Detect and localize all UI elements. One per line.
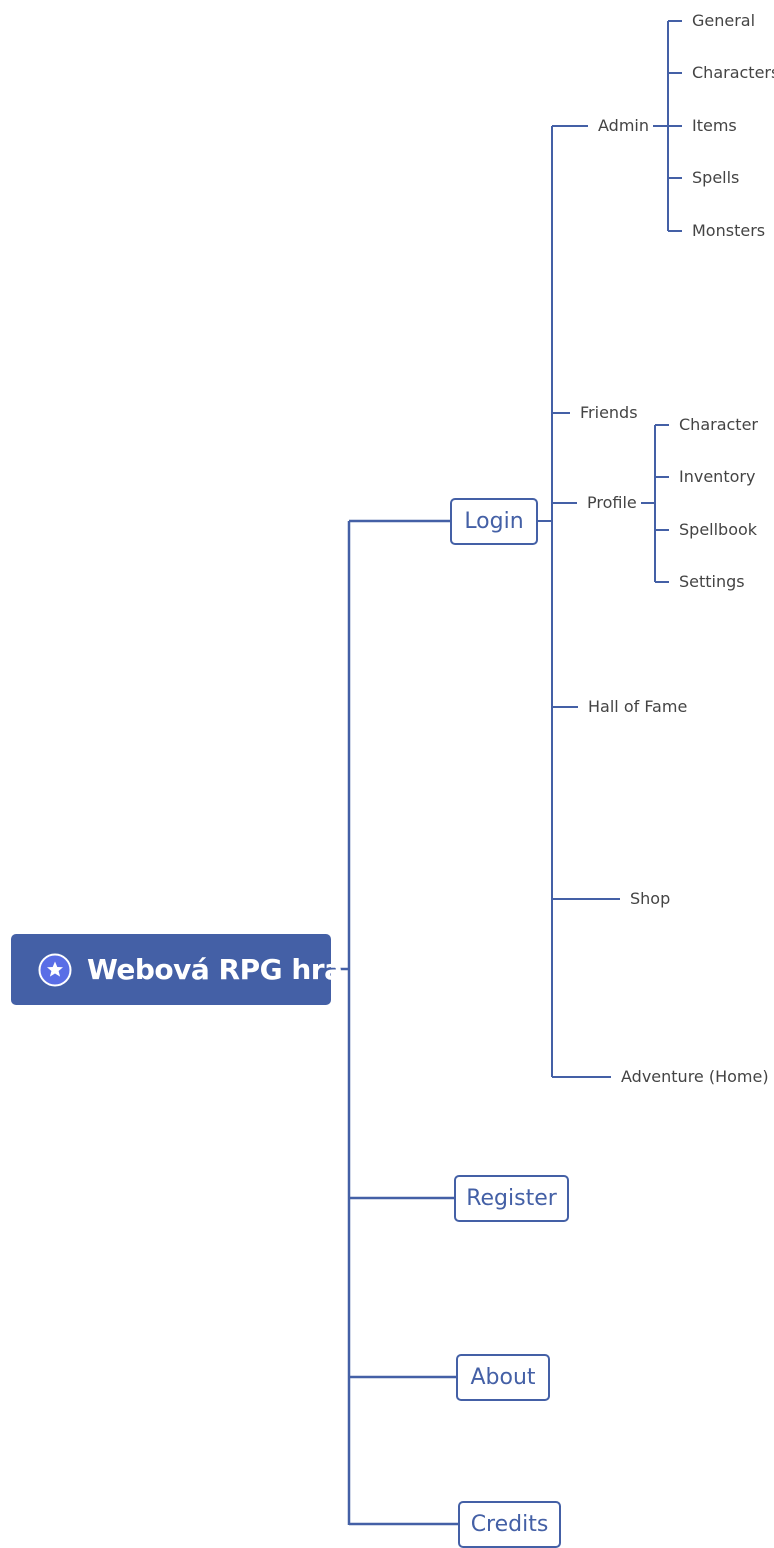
node-admin-characters[interactable]: Characters: [692, 63, 774, 82]
node-hall-of-fame[interactable]: Hall of Fame: [588, 697, 688, 716]
node-profile[interactable]: Profile: [587, 493, 637, 512]
node-credits-label: Credits: [470, 1512, 549, 1537]
node-shop[interactable]: Shop: [630, 889, 671, 908]
node-login[interactable]: Login: [450, 498, 538, 545]
node-register-label: Register: [466, 1186, 557, 1211]
node-profile-character[interactable]: Character: [679, 415, 758, 434]
root-title: Webová RPG hra: [87, 953, 343, 986]
node-admin-monsters[interactable]: Monsters: [692, 221, 766, 240]
login-sub-lines: [537, 125, 620, 1078]
node-admin-general[interactable]: General: [692, 11, 756, 30]
node-credits[interactable]: Credits: [458, 1501, 561, 1548]
node-admin-items[interactable]: Items: [692, 116, 737, 135]
profile-sub-lines: [641, 424, 669, 583]
node-about[interactable]: About: [456, 1354, 550, 1401]
node-admin[interactable]: Admin: [598, 116, 649, 135]
node-profile-spellbook[interactable]: Spellbook: [679, 520, 758, 539]
node-admin-spells[interactable]: Spells: [692, 168, 740, 187]
connector-lines: [331, 519, 459, 1526]
node-profile-settings[interactable]: Settings: [679, 572, 745, 591]
star-icon: [38, 953, 72, 987]
admin-sub-lines: [653, 20, 682, 232]
root-node[interactable]: Webová RPG hra: [11, 934, 343, 1005]
node-friends[interactable]: Friends: [580, 403, 638, 422]
node-about-label: About: [470, 1365, 536, 1390]
node-adventure[interactable]: Adventure (Home): [621, 1067, 769, 1086]
node-login-label: Login: [464, 509, 524, 534]
node-profile-inventory[interactable]: Inventory: [679, 467, 756, 486]
node-register[interactable]: Register: [454, 1175, 569, 1222]
